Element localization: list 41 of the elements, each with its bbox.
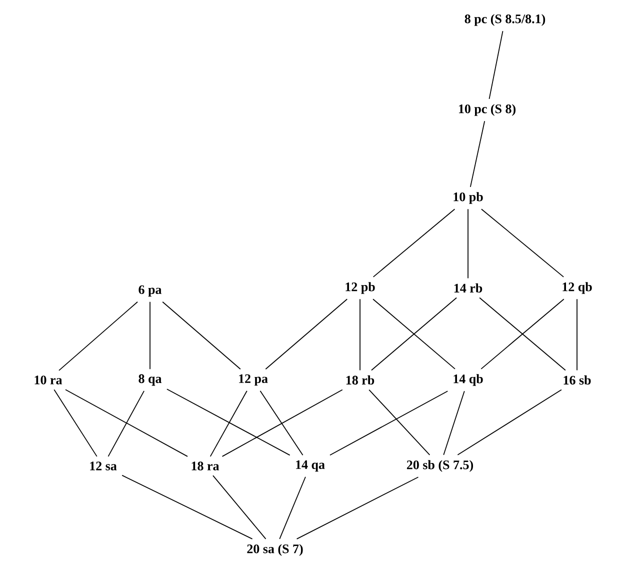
connector-line xyxy=(368,389,430,456)
connector-line xyxy=(162,301,241,370)
connector-line xyxy=(296,476,419,540)
node-label: 12 pa xyxy=(239,374,268,386)
connector-line xyxy=(222,389,343,457)
node-label: 14 qb xyxy=(454,374,483,386)
node-label: 20 sa (S 7) xyxy=(247,544,303,556)
node-label: 14 qa xyxy=(296,460,325,472)
node-label: 10 ra xyxy=(34,376,62,384)
node-label: 18 ra xyxy=(192,462,220,470)
node-label: 10 pc (S 8) xyxy=(458,104,516,116)
connector-line xyxy=(65,389,188,457)
node-label: 20 sb (S 7.5) xyxy=(406,460,474,472)
connector-line xyxy=(108,390,144,457)
connector-line xyxy=(488,30,504,100)
connector-line xyxy=(210,390,248,457)
connector-line xyxy=(212,475,266,540)
node-label: 10 pb xyxy=(454,192,483,204)
node-label: 14 rb xyxy=(454,283,482,293)
node-label: 12 sa xyxy=(90,462,117,470)
connector-line xyxy=(54,389,98,457)
connector-line xyxy=(470,120,486,188)
connector-line xyxy=(279,476,306,540)
node-label: 12 qb xyxy=(562,282,592,294)
node-label: 12 pb xyxy=(346,282,375,294)
connector-line xyxy=(265,298,348,370)
connector-line xyxy=(443,390,465,456)
connector-line xyxy=(330,390,448,456)
node-label: 8 pc (S 8.5/8.1) xyxy=(464,14,546,26)
node-label: 18 rb xyxy=(346,375,374,385)
node-label: 6 pa xyxy=(138,285,162,297)
connector-line xyxy=(122,474,253,540)
connector-line xyxy=(58,301,138,371)
connector-line xyxy=(457,389,562,456)
connector-line xyxy=(372,208,456,278)
connector-line xyxy=(260,390,304,456)
node-label: 16 sb xyxy=(564,375,591,385)
connector-line xyxy=(166,388,290,456)
connector-line xyxy=(576,298,578,371)
node-label: 8 qa xyxy=(138,374,162,386)
connector-line xyxy=(480,208,564,278)
